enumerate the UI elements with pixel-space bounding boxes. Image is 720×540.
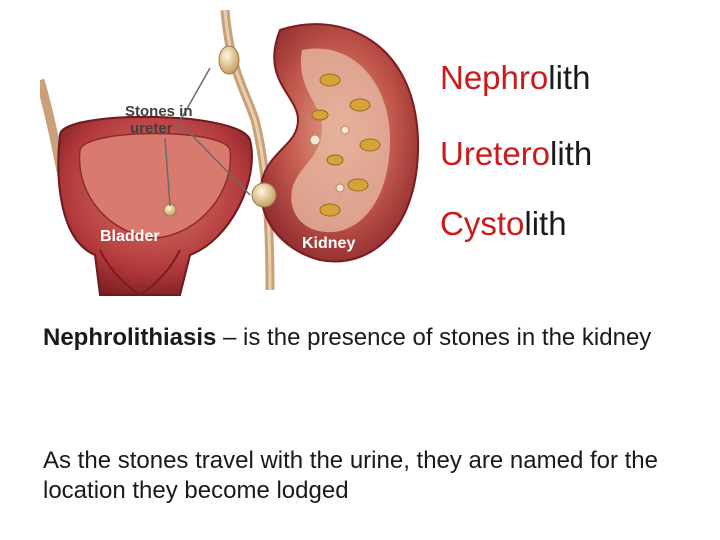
term-suffix: lith bbox=[548, 59, 591, 96]
definition-text: – is the presence of stones in the kidne… bbox=[216, 324, 652, 351]
definition-term: Nephrolithiasis bbox=[43, 324, 217, 351]
label-bladder: Bladder bbox=[100, 228, 160, 245]
bladder-organ bbox=[57, 115, 253, 296]
term-ureterolith: Ureterolith bbox=[440, 134, 592, 174]
label-ureter: ureter bbox=[130, 120, 173, 137]
note-paragraph: As the stones travel with the urine, the… bbox=[43, 446, 683, 506]
kidney-organ bbox=[259, 23, 420, 263]
stone-upper-ureter bbox=[218, 45, 240, 75]
term-nephrolith: Nephrolith bbox=[440, 58, 590, 98]
note-text: As the stones travel with the urine, the… bbox=[43, 447, 658, 504]
term-suffix: lith bbox=[550, 135, 593, 172]
term-root: Uretero bbox=[440, 135, 551, 172]
urinary-stones-illustration: Stones in ureter Bladder Kidney bbox=[40, 10, 420, 296]
term-root: Nephro bbox=[440, 59, 549, 96]
term-root: Cysto bbox=[440, 205, 525, 242]
label-pointers bbox=[164, 67, 251, 207]
definition-paragraph: Nephrolithiasis – is the presence of sto… bbox=[43, 323, 683, 353]
term-cystolith: Cystolith bbox=[440, 204, 567, 244]
label-stones-in: Stones in bbox=[125, 103, 193, 120]
stones bbox=[163, 45, 277, 217]
label-kidney: Kidney bbox=[302, 235, 355, 252]
stone-lower-ureter bbox=[251, 182, 277, 208]
term-suffix: lith bbox=[524, 205, 567, 242]
